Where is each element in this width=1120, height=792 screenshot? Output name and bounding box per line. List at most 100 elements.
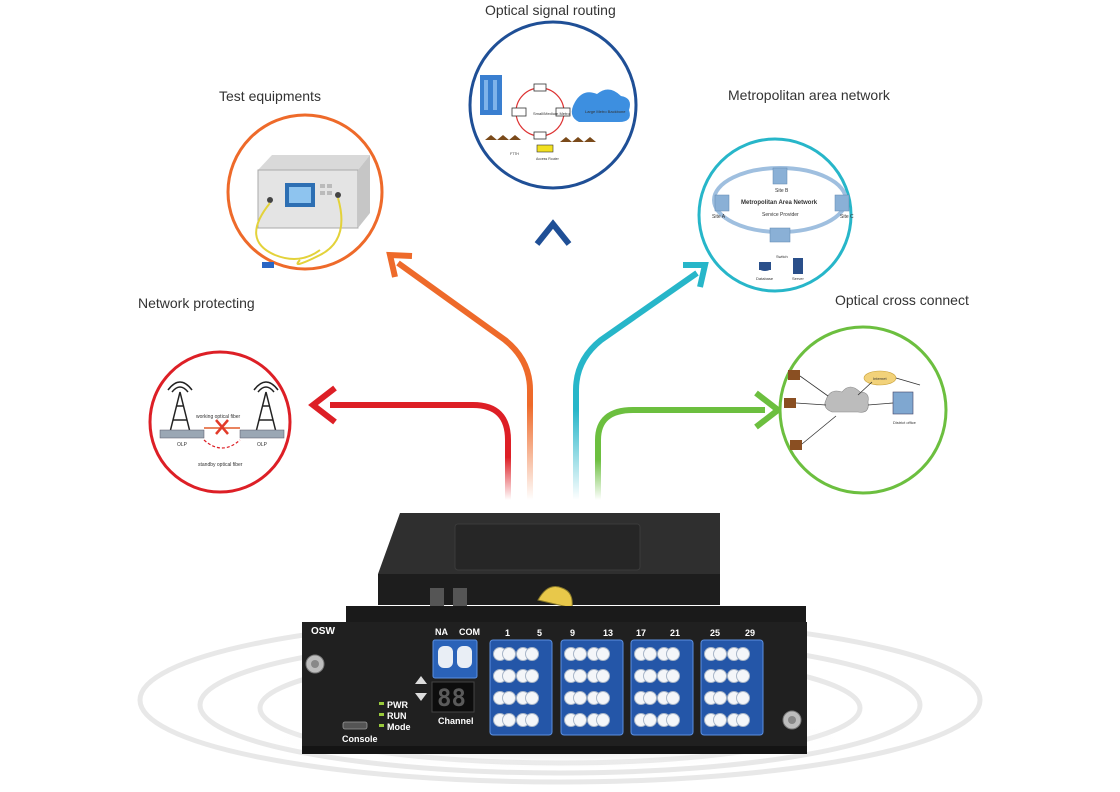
circle-metropolitan-area-network: Metropolitan Area Network Service Provid… bbox=[697, 137, 854, 293]
lc-connector bbox=[666, 691, 680, 705]
arrow-optical-signal-routing bbox=[534, 219, 572, 500]
lc-connector bbox=[643, 713, 657, 727]
lc-connector bbox=[713, 691, 727, 705]
lc-connector bbox=[525, 691, 539, 705]
lc-connector bbox=[573, 669, 587, 683]
site-c-icon bbox=[834, 194, 850, 212]
channel-number: 21 bbox=[670, 628, 680, 638]
channel-number: 17 bbox=[636, 628, 646, 638]
console-port bbox=[342, 721, 368, 730]
switch-icon bbox=[769, 227, 791, 243]
svg-text:OLP: OLP bbox=[177, 442, 188, 448]
svg-text:Console: Console bbox=[342, 734, 378, 744]
svg-text:Access Router: Access Router bbox=[536, 157, 560, 161]
svg-text:Mode: Mode bbox=[387, 722, 411, 732]
lc-connector bbox=[666, 647, 680, 661]
svg-text:Switch: Switch bbox=[776, 254, 788, 259]
cloud-icon bbox=[571, 89, 630, 122]
lc-connector bbox=[573, 647, 587, 661]
led-icon bbox=[379, 702, 384, 727]
lc-connector bbox=[525, 669, 539, 683]
screw-icon bbox=[305, 654, 325, 674]
svg-text:Server: Server bbox=[792, 276, 804, 281]
svg-text:Channel: Channel bbox=[438, 716, 474, 726]
lc-connector bbox=[643, 647, 657, 661]
lc-connector bbox=[573, 691, 587, 705]
up-arrow-icon bbox=[415, 676, 427, 684]
lc-connector bbox=[573, 713, 587, 727]
svg-text:Site C: Site C bbox=[840, 214, 854, 220]
lc-connector bbox=[736, 669, 750, 683]
svg-text:Small/Medium Metro: Small/Medium Metro bbox=[533, 111, 570, 116]
lc-connector bbox=[713, 669, 727, 683]
lc-connector bbox=[736, 713, 750, 727]
svg-text:Site B: Site B bbox=[775, 188, 789, 194]
channel-number: 9 bbox=[570, 628, 575, 638]
svg-text:COM: COM bbox=[459, 627, 480, 637]
break-icon bbox=[215, 419, 229, 435]
lc-connector bbox=[666, 713, 680, 727]
lc-connector bbox=[596, 691, 610, 705]
channel-display bbox=[431, 681, 475, 713]
arrow-network-protecting bbox=[308, 385, 511, 500]
lc-port-block bbox=[560, 639, 624, 736]
arrow-optical-cross-connect bbox=[595, 390, 783, 500]
circle-optical-signal-routing: Small/Medium Metro Large Metro Backbone … bbox=[468, 20, 638, 190]
svg-text:standby optical fiber: standby optical fiber bbox=[198, 462, 243, 468]
lc-connector bbox=[713, 713, 727, 727]
circle-optical-cross-connect: Internet District office bbox=[778, 325, 948, 495]
lc-connector bbox=[502, 669, 516, 683]
label-optical-signal-routing: Optical signal routing bbox=[485, 2, 616, 18]
lc-connector bbox=[736, 647, 750, 661]
svg-text:NA: NA bbox=[435, 627, 448, 637]
circle-test-equipments bbox=[226, 113, 384, 271]
lc-connector bbox=[596, 713, 610, 727]
channel-number: 1 bbox=[505, 628, 510, 638]
svg-text:Large Metro Backbone: Large Metro Backbone bbox=[585, 109, 626, 114]
svg-text:OLP: OLP bbox=[257, 442, 268, 448]
school-icon bbox=[784, 370, 802, 450]
cloud-icon bbox=[824, 386, 869, 413]
channel-number: 29 bbox=[745, 628, 755, 638]
tower-icon bbox=[167, 381, 193, 433]
lc-connector bbox=[666, 669, 680, 683]
lc-connector bbox=[736, 691, 750, 705]
lc-connector bbox=[525, 713, 539, 727]
svg-text:District office: District office bbox=[893, 420, 917, 425]
svg-text:Site A: Site A bbox=[712, 214, 726, 220]
label-test-equipments: Test equipments bbox=[219, 88, 321, 104]
channel-number: 5 bbox=[537, 628, 542, 638]
screw-icon bbox=[782, 710, 802, 730]
circle-network-protecting: working optical fiber standby optical fi… bbox=[148, 350, 292, 494]
svg-text:FTTH: FTTH bbox=[510, 152, 519, 156]
site-b-icon bbox=[772, 167, 788, 185]
svg-text:Service Provider: Service Provider bbox=[762, 212, 799, 218]
lc-connector bbox=[502, 647, 516, 661]
tower-icon bbox=[253, 381, 279, 433]
building-icon bbox=[480, 75, 502, 115]
down-arrow-icon bbox=[415, 693, 427, 701]
lc-connector bbox=[643, 669, 657, 683]
svg-text:Database: Database bbox=[756, 276, 774, 281]
lc-port-block bbox=[489, 639, 553, 736]
lc-connector bbox=[502, 691, 516, 705]
building-icon bbox=[892, 391, 914, 415]
svg-text:PWR: PWR bbox=[387, 700, 408, 710]
svg-text:working optical fiber: working optical fiber bbox=[196, 414, 241, 420]
label-metropolitan-area-network: Metropolitan area network bbox=[728, 87, 890, 103]
server-icon bbox=[793, 258, 803, 274]
arrow-test-equipments bbox=[386, 251, 533, 500]
lc-connector bbox=[596, 647, 610, 661]
channel-number: 13 bbox=[603, 628, 613, 638]
lc-port-block bbox=[700, 639, 764, 736]
svg-text:Internet: Internet bbox=[873, 376, 887, 381]
channel-number: 25 bbox=[710, 628, 720, 638]
svg-text:88: 88 bbox=[437, 684, 466, 712]
svg-text:RUN: RUN bbox=[387, 711, 407, 721]
lc-connector bbox=[713, 647, 727, 661]
lc-port-block bbox=[630, 639, 694, 736]
svg-text:Metropolitan Area Network: Metropolitan Area Network bbox=[741, 200, 818, 206]
svg-text:OSW: OSW bbox=[311, 626, 335, 637]
